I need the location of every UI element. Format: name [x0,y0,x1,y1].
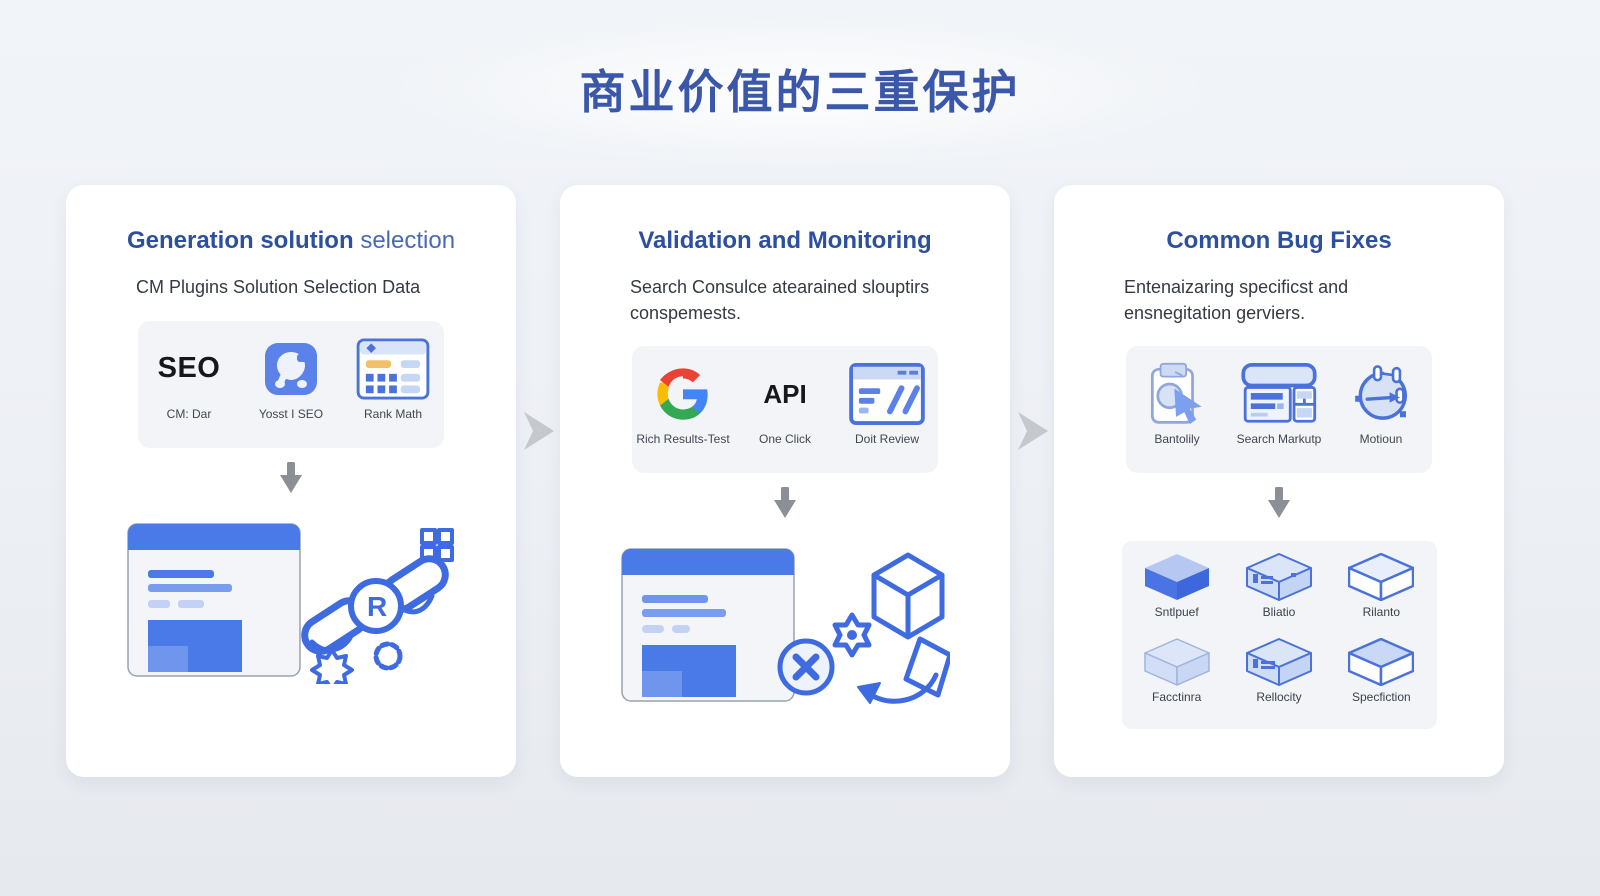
tool-label: Doit Review [854,432,920,447]
flow-gap [516,185,560,455]
tools-panel: Rich Results-Test API One Click [632,346,938,474]
flow-gap [1010,185,1054,455]
tool-label: Search Markutp [1236,432,1322,447]
chevron-right-icon [524,412,554,450]
arrow-down-icon [1265,487,1293,521]
tool-label: Yosst I SEO [258,406,324,421]
google-g-icon [655,362,711,426]
rank-math-window-icon [356,337,430,401]
card-title-strong: Validation and Monitoring [638,227,932,254]
webpage-error-cube-illustration [620,539,953,714]
yoast-app-icon [264,337,318,401]
tools-panel: SEO CM: Dar Yosst I SEO [138,320,444,448]
arrow-down-icon [277,461,305,496]
card-title: Validation and Monitoring [638,227,931,255]
chevron-right-icon [1018,412,1048,450]
tool-cm-dar: SEO CM: Dar [138,337,240,421]
tool-label: One Click [758,432,811,447]
module-label: Sntlpuef [1154,605,1199,620]
module-label: Rilanto [1362,605,1400,620]
box-light-fill-icon [1143,638,1210,686]
box-solid-blue-icon [1144,554,1209,601]
api-wordmark-icon: API [763,378,807,409]
cards-row: Generation solution selection CM Plugins… [66,185,1504,777]
tool-label: Rich Results-Test [636,432,730,447]
module-box: Bliatio [1228,553,1330,638]
tool-search-markup: Search Markutp [1228,362,1330,446]
module-box: Facctinra [1126,638,1228,723]
tool-doit-review: Doit Review [836,362,938,446]
tool-motioun: Motioun [1330,362,1432,446]
card-title-strong: Common Bug Fixes [1166,227,1392,254]
module-label: Facctinra [1151,690,1202,705]
clipboard-search-cursor-icon [1145,362,1209,426]
module-label: Rellocity [1256,690,1302,705]
box-device-ports-icon [1245,553,1312,602]
card-subtitle: Entenaizaring specificst and ensnegitati… [1124,277,1349,323]
module-box: Specfiction [1330,638,1432,723]
card-common-bug-fixes: Common Bug Fixes Entenaizaring specifics… [1054,185,1504,777]
tool-rank-math: Rank Math [342,337,444,421]
webpage-chain-links-illustration: R [126,514,456,692]
r-badge-letter: R [367,591,387,622]
tool-label: Motioun [1359,432,1403,447]
tool-label: Bantolily [1154,432,1200,447]
tool-bantolily: Bantolily [1126,362,1228,446]
card-title-strong: Generation solution [126,227,354,254]
card-title: Generation solution selection [127,227,455,255]
module-box: Rellocity [1228,638,1330,723]
seo-wordmark-icon: SEO [157,352,221,385]
arrow-down-icon [771,487,799,521]
card-title: Common Bug Fixes [1166,227,1391,255]
motion-glyph-icon [1350,362,1412,426]
tool-yoast-seo: Yosst I SEO [240,337,342,421]
layout-markup-window-icon [1239,362,1319,426]
code-review-window-icon [849,362,925,426]
box-outline-blue-top-icon [1348,638,1415,687]
card-title-light: selection [360,227,456,254]
tools-panel: Bantolily [1126,346,1432,474]
module-box: Sntlpuef [1126,553,1228,638]
card-validation-monitoring: Validation and Monitoring Search Consulc… [560,185,1010,777]
tool-label: CM: Dar [166,406,212,421]
card-subtitle: CM Plugins Solution Selection Data [136,277,421,297]
page-title: 商业价值的三重保护 [579,66,1021,118]
box-outline-light-icon [1348,553,1415,602]
module-label: Specfiction [1351,690,1411,705]
module-label: Bliatio [1262,605,1296,620]
box-device-ports-icon [1245,638,1312,687]
module-box: Rilanto [1330,553,1432,638]
tool-label: Rank Math [363,406,423,421]
tool-rich-results-test: Rich Results-Test [632,362,734,446]
tool-one-click: API One Click [734,362,836,447]
fix-modules-grid: Sntlpuef Bliatio [1121,541,1437,730]
card-generation-solution: Generation solution selection CM Plugins… [66,185,516,777]
card-subtitle: Search Consulce atearained slouptirs con… [630,277,930,323]
